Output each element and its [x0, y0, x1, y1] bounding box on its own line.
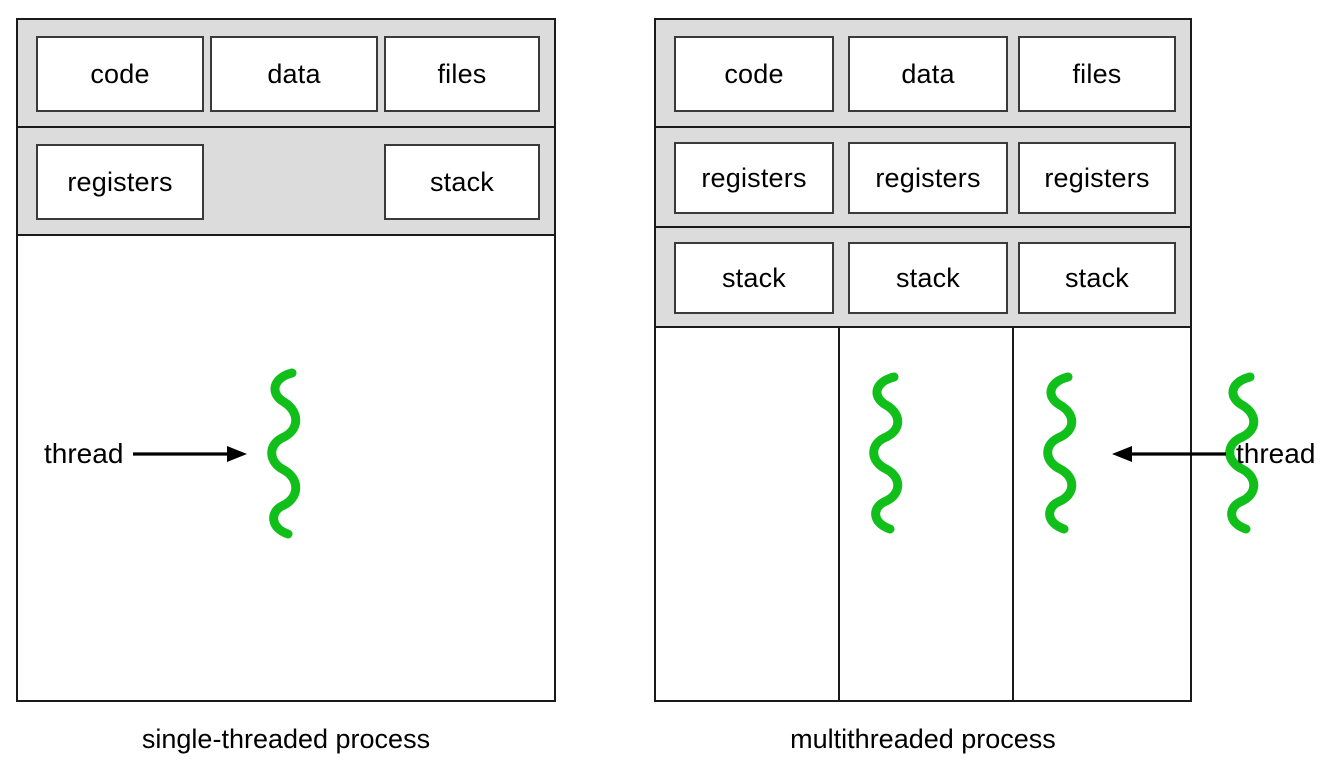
multi-cell-stack-3: stack [1018, 242, 1176, 314]
arrow-left-icon [1112, 446, 1226, 462]
thread-column-divider-1 [838, 128, 840, 700]
single-cell-code: code [36, 36, 204, 112]
multi-cell-stack-1: stack [674, 242, 834, 314]
multi-cell-files: files [1018, 36, 1176, 112]
single-cell-registers: registers [36, 144, 204, 220]
thread-column-divider-2 [1012, 128, 1014, 700]
arrow-right-icon [133, 446, 248, 462]
multithreaded-process-frame: code data files registers registers regi… [654, 18, 1192, 702]
single-shared-resources-band: code data files [18, 20, 554, 128]
single-cell-files: files [384, 36, 540, 112]
single-thread-annotation: thread [44, 438, 248, 469]
multi-stack-band: stack stack stack [656, 228, 1190, 328]
multithreaded-process-caption: multithreaded process [790, 724, 1056, 754]
multi-thread-annotation: thread [1112, 438, 1316, 469]
single-thread-annotation-label: thread [44, 438, 124, 469]
single-threaded-process-caption: single-threaded process [141, 724, 431, 754]
multi-cell-stack-2: stack [848, 242, 1008, 314]
multi-registers-band: registers registers registers [656, 128, 1190, 228]
multi-thread-annotation-label: thread [1236, 438, 1316, 469]
single-thread-state-band: registers stack [18, 128, 554, 236]
single-cell-stack: stack [384, 144, 540, 220]
multi-cell-registers-1: registers [674, 142, 834, 214]
multi-cell-data: data [848, 36, 1008, 112]
multi-cell-registers-3: registers [1018, 142, 1176, 214]
multi-shared-resources-band: code data files [656, 20, 1190, 128]
single-threaded-process-frame: code data files registers stack [16, 18, 556, 702]
single-cell-data: data [210, 36, 378, 112]
multi-cell-code: code [674, 36, 834, 112]
multi-cell-registers-2: registers [848, 142, 1008, 214]
